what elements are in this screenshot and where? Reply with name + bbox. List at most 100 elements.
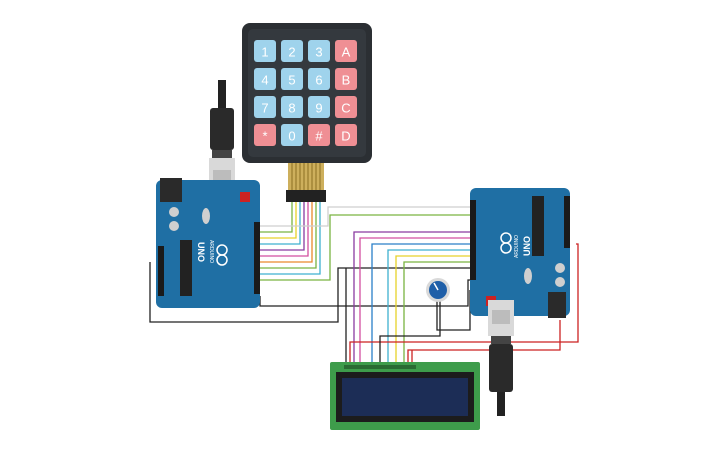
arduino-right-pcb	[470, 188, 570, 316]
wire-keypad-6	[260, 202, 313, 263]
arduino-left-reset	[240, 192, 250, 202]
keypad-key-label: B	[342, 73, 351, 88]
arduino-left[interactable]: ARDUINO UNO	[156, 178, 260, 308]
keypad-key-face	[254, 124, 276, 146]
arduino-left-crystal	[202, 208, 210, 224]
inter-board-wires	[149, 206, 472, 323]
keypad-key-face	[254, 40, 276, 62]
wire-lcd-yellow	[395, 255, 472, 366]
wire-inter-black-1	[149, 262, 472, 323]
wire-keypad-3	[260, 202, 301, 245]
keypad-key-label: 8	[288, 101, 295, 116]
arduino-right-logo: ARDUINO UNO	[500, 232, 532, 258]
keypad-key-4[interactable]: 4	[254, 68, 276, 90]
wire-inter-green	[260, 214, 472, 281]
arduino-left-header-top	[254, 222, 260, 294]
wire-inter-gray	[260, 206, 472, 227]
keypad-ribbon-lines	[291, 163, 321, 190]
wire-lcd-red-2	[407, 320, 561, 366]
wire-keypad-4	[260, 202, 305, 251]
keypad-key-label: 5	[288, 73, 295, 88]
wire-lcd-blue	[371, 243, 472, 366]
keypad-ribbon	[288, 163, 324, 190]
keypad-key-7[interactable]: 7	[254, 96, 276, 118]
keypad-key-label: D	[341, 129, 350, 144]
keypad-key-grid: 1 2 3 A 4 5 6 B 7 8 9 C * 0 # D	[254, 40, 357, 146]
arduino-right-crystal	[524, 268, 532, 284]
arduino-left-power-jack	[160, 178, 182, 202]
wire-lcd-pink	[359, 237, 472, 366]
keypad-key-label: C	[341, 101, 350, 116]
lcd-display[interactable]	[330, 362, 480, 430]
keypad-key-label: 9	[315, 101, 322, 116]
keypad-key-0[interactable]: 0	[281, 124, 303, 146]
keypad-key-face	[335, 68, 357, 90]
keypad-key-face	[308, 96, 330, 118]
keypad-key-label: 6	[315, 73, 322, 88]
keypad-key-b[interactable]: B	[335, 68, 357, 90]
keypad-key-hash[interactable]: #	[308, 124, 330, 146]
arduino-left-cap-2	[169, 221, 179, 231]
keypad-key-face	[281, 124, 303, 146]
arduino-right[interactable]: ARDUINO UNO	[470, 188, 570, 318]
keypad-key-5[interactable]: 5	[281, 68, 303, 90]
keypad-key-a[interactable]: A	[335, 40, 357, 62]
keypad[interactable]: 1 2 3 A 4 5 6 B 7 8 9 C * 0 # D	[242, 23, 372, 202]
keypad-key-label: 7	[261, 101, 268, 116]
keypad-ribbon-wires	[260, 202, 321, 275]
keypad-key-face	[308, 124, 330, 146]
keypad-key-label: 2	[288, 45, 295, 60]
arduino-right-chip	[532, 196, 544, 256]
wire-lcd-cyan	[387, 249, 472, 366]
wire-pot-wiper	[379, 300, 441, 366]
keypad-key-face	[335, 96, 357, 118]
right-usb-cable	[488, 300, 514, 416]
arduino-right-logo-text: ARDUINO	[514, 235, 520, 258]
arduino-left-logo-text: ARDUINO	[208, 240, 214, 263]
keypad-key-label: 1	[261, 45, 268, 60]
keypad-key-label: 3	[315, 45, 322, 60]
arduino-left-header-bottom	[158, 246, 164, 296]
keypad-key-label: A	[342, 45, 351, 60]
wire-lcd-red-1	[349, 243, 579, 366]
keypad-key-8[interactable]: 8	[281, 96, 303, 118]
keypad-key-face	[308, 68, 330, 90]
wire-lcd-purple	[353, 231, 472, 366]
keypad-key-face	[335, 40, 357, 62]
keypad-key-face	[281, 96, 303, 118]
keypad-key-3[interactable]: 3	[308, 40, 330, 62]
keypad-key-label: 0	[288, 129, 295, 144]
wire-keypad-2	[260, 202, 297, 239]
wire-lcd-green	[403, 261, 472, 366]
arduino-right-power-jack	[548, 292, 566, 318]
keypad-key-face	[281, 40, 303, 62]
keypad-key-face	[281, 68, 303, 90]
keypad-key-label: 4	[261, 73, 268, 88]
wire-keypad-7	[260, 202, 317, 269]
arduino-left-chip	[180, 240, 192, 296]
arduino-right-header-right	[564, 196, 570, 248]
keypad-key-6[interactable]: 6	[308, 68, 330, 90]
keypad-key-face	[308, 40, 330, 62]
arduino-right-header-left	[470, 200, 476, 280]
potentiometer[interactable]	[426, 278, 450, 302]
keypad-key-star[interactable]: *	[254, 124, 276, 146]
keypad-key-c[interactable]: C	[335, 96, 357, 118]
keypad-key-2[interactable]: 2	[281, 40, 303, 62]
potentiometer-indicator	[433, 282, 439, 291]
keypad-key-label: #	[315, 129, 323, 144]
wire-keypad-5	[260, 202, 309, 257]
wire-keypad-1	[260, 202, 293, 233]
keypad-key-9[interactable]: 9	[308, 96, 330, 118]
lcd-screen	[342, 378, 468, 416]
keypad-key-face	[254, 96, 276, 118]
keypad-key-face	[335, 124, 357, 146]
arduino-left-logo: ARDUINO UNO	[196, 240, 228, 266]
keypad-key-1[interactable]: 1	[254, 40, 276, 62]
wires	[149, 202, 579, 366]
arduino-right-cap-2	[555, 277, 565, 287]
arduino-right-cap-1	[555, 263, 565, 273]
left-usb-cable	[209, 80, 235, 194]
keypad-key-d[interactable]: D	[335, 124, 357, 146]
